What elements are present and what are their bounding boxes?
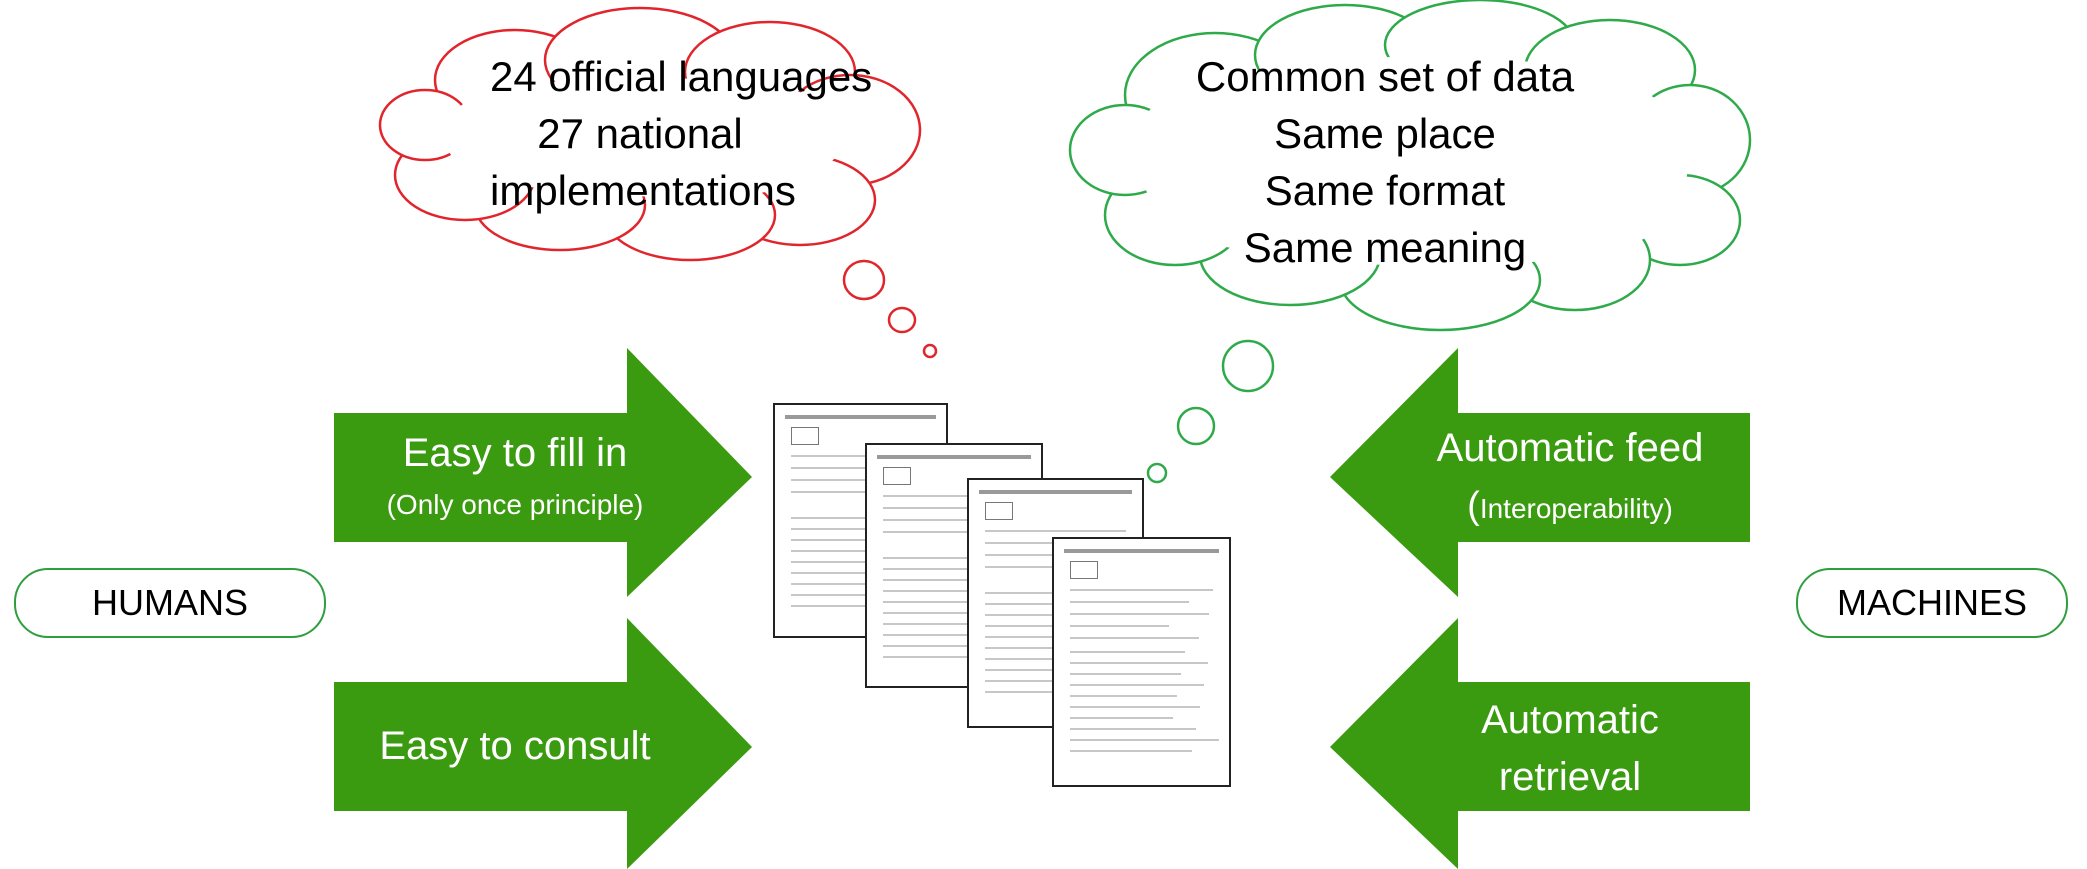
right-cloud-line-4: Same meaning (1243, 224, 1527, 271)
document-text-line (791, 594, 913, 596)
document-text-line (985, 625, 1117, 627)
left-arrow-bottom (334, 618, 752, 869)
form-document-icon (791, 427, 819, 445)
right-arrow-bottom-line-1: Automatic (1481, 698, 1659, 742)
document-text-line (985, 658, 1086, 660)
document-text-line (1070, 662, 1208, 664)
document-text-line (1070, 728, 1196, 730)
document-text-line (883, 623, 985, 625)
document-text-line (883, 656, 1004, 658)
document-text-line (1070, 717, 1173, 719)
document-text-line (985, 691, 1105, 693)
document-text-line (791, 517, 902, 519)
document-text-line (883, 568, 1020, 570)
document-text-line (791, 550, 921, 552)
document-text-line (791, 583, 890, 585)
left-cloud-line-1: 24 official languages (490, 53, 873, 100)
document-text-line (883, 645, 1031, 647)
document-text-line (791, 572, 917, 574)
right-thought-bubble-medium (1176, 406, 1216, 446)
document-text-line (883, 601, 989, 603)
form-document-icon (985, 502, 1013, 520)
right-arrow-top (1330, 348, 1750, 597)
humans-label: HUMANS (14, 568, 326, 638)
right-arrow-bottom-line-2: retrieval (1498, 755, 1642, 799)
document-text-line (883, 590, 1016, 592)
document-text-line (1070, 651, 1185, 653)
form-document-icon (1070, 561, 1098, 579)
document-text-line (985, 647, 1113, 649)
left-arrow-top (334, 348, 752, 597)
left-arrow-top-title: Easy to fill in (402, 431, 628, 475)
right-thought-bubble-small (1146, 462, 1168, 484)
document-text-line (791, 561, 894, 563)
document-text-line (791, 539, 898, 541)
document-text-line (791, 605, 936, 607)
left-cloud-line-3: implementations (490, 167, 796, 214)
right-thought-cloud (1068, 0, 1752, 332)
machines-label: MACHINES (1796, 568, 2068, 638)
document-text-line (985, 636, 1090, 638)
right-arrow-top-title: Automatic feed (1436, 426, 1704, 470)
document-text-line (1070, 684, 1204, 686)
document-text-line (985, 614, 1094, 616)
right-cloud-line-3: Same format (1264, 167, 1506, 214)
left-thought-bubble-medium (887, 306, 917, 334)
right-arrow-top-subtitle-wrap: (Interoperability) (1395, 487, 1745, 525)
document-text-line (985, 592, 1098, 594)
left-arrow-bottom-title: Easy to consult (379, 724, 651, 768)
left-cloud-line-2: 27 national (537, 110, 743, 157)
right-cloud-line-1: Common set of data (1195, 53, 1575, 100)
document-text-line (1070, 750, 1192, 752)
document-text-line (985, 669, 1109, 671)
document-text-line (1070, 706, 1200, 708)
document-text-line (791, 528, 925, 530)
document-text-line (883, 557, 997, 559)
document-text-line (883, 634, 1008, 636)
left-arrow-top-subtitle: (Only once principle) (386, 489, 644, 520)
right-cloud-line-2: Same place (1274, 110, 1496, 157)
right-arrow-bottom (1330, 618, 1750, 869)
document-text-line (883, 579, 993, 581)
document-text-line (1070, 673, 1181, 675)
right-arrow-top-subtitle: Interoperability) (1479, 493, 1673, 524)
left-thought-bubble-small (922, 343, 938, 359)
document-text-line (1070, 695, 1177, 697)
left-thought-bubble-large (842, 259, 886, 301)
document-text-line (1070, 739, 1219, 741)
right-thought-bubble-large (1221, 339, 1275, 393)
form-document-icon (883, 467, 911, 485)
form-document-4 (1052, 537, 1231, 787)
left-thought-cloud (378, 6, 922, 262)
document-text-line (883, 612, 1012, 614)
right-arrow-top-paren: ( (1467, 485, 1480, 527)
